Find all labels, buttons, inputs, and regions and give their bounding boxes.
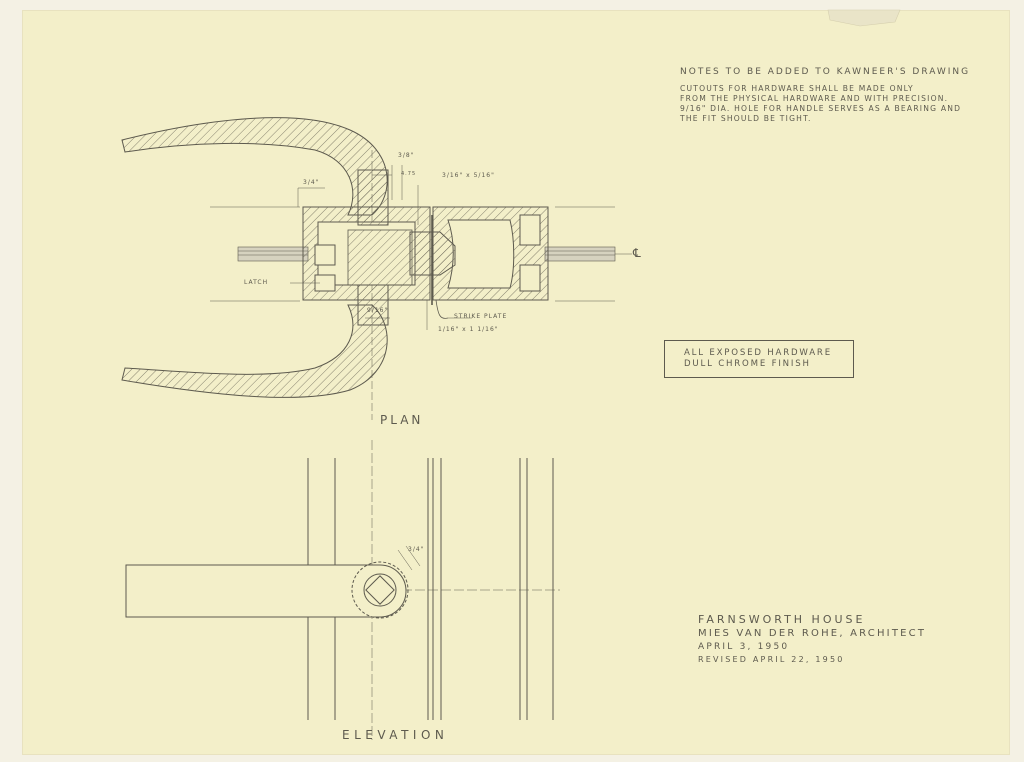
- dimension-strike: 1/16" x 1 1/16": [438, 326, 499, 333]
- revised-date: REVISED APRIL 22, 1950: [698, 655, 845, 664]
- finish-note-box: [664, 340, 854, 378]
- note-line: THE FIT SHOULD BE TIGHT.: [680, 114, 812, 123]
- handle-lever-bottom: [121, 304, 388, 398]
- note-line: CUTOUTS FOR HARDWARE SHALL BE MADE ONLY: [680, 84, 914, 93]
- elevation-view: [125, 440, 560, 740]
- note-line: 9/16" DIA. HOLE FOR HANDLE SERVES AS A B…: [680, 104, 962, 113]
- dimension-top: 3/8": [398, 152, 415, 159]
- elevation-dimension: 3/4": [408, 546, 425, 553]
- torn-corner: [827, 9, 901, 27]
- elevation-label: ELEVATION: [342, 728, 449, 742]
- spindle: [357, 169, 389, 226]
- elevation-lever: [125, 564, 407, 618]
- dimension-bottom: 9/16": [367, 307, 389, 314]
- finish-line-1: ALL EXPOSED HARDWARE: [684, 348, 832, 358]
- elevation-rose: [351, 561, 409, 619]
- handle-lever-top: [121, 117, 388, 216]
- latch-label: LATCH: [244, 279, 269, 286]
- dimension-top-small: 4.75: [401, 171, 417, 177]
- strike-plate-label: STRIKE PLATE: [454, 313, 508, 320]
- dimension-left: 3/4": [303, 179, 320, 186]
- plan-label: PLAN: [380, 413, 424, 427]
- drawing-date: APRIL 3, 1950: [698, 642, 790, 652]
- project-title: FARNSWORTH HOUSE: [698, 613, 866, 626]
- plan-view: [121, 117, 632, 420]
- centerline-symbol: ℄: [633, 246, 642, 260]
- notes-title: NOTES TO BE ADDED TO KAWNEER'S DRAWING: [680, 67, 971, 77]
- finish-line-2: DULL CHROME FINISH: [684, 359, 811, 369]
- dimension-right: 3/16" x 5/16": [442, 172, 495, 179]
- architect-name: MIES VAN DER ROHE, ARCHITECT: [698, 628, 927, 639]
- note-line: FROM THE PHYSICAL HARDWARE AND WITH PREC…: [680, 94, 949, 103]
